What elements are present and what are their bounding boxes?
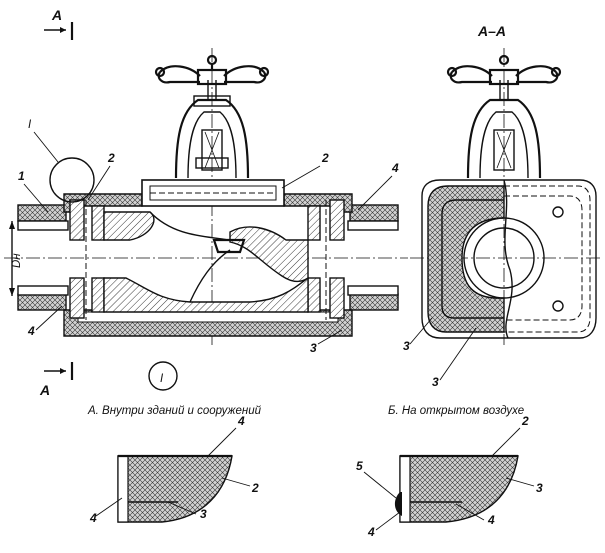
- callouts-main: 1 2 2 4 4 3: [18, 151, 399, 355]
- callout: 4: [367, 525, 375, 539]
- callout: 3: [432, 375, 439, 389]
- callout: 4: [27, 324, 35, 338]
- callout: 4: [237, 414, 245, 428]
- detail-ref-top: I: [28, 119, 32, 131]
- detail-b-caption: Б. На открытом воздухе: [388, 405, 524, 417]
- section-mark-bottom: А: [39, 362, 74, 398]
- detail-a: А. Внутри зданий и сооружений 4 2 3 4: [87, 405, 262, 525]
- diameter-label: Dн: [11, 253, 23, 268]
- main-view: Dн I 1 2 2 4 4 3 I: [4, 48, 408, 391]
- detail-b: Б. На открытом воздухе 5 4 2 3 4: [356, 405, 543, 539]
- callout: 5: [356, 459, 363, 473]
- section-mark-top: А: [44, 7, 74, 40]
- callout: 4: [391, 161, 399, 175]
- section-letter-bottom: А: [39, 382, 50, 398]
- callout: 2: [107, 151, 115, 165]
- detail-ref-circle: I: [160, 373, 164, 385]
- section-letter-top: А: [51, 7, 62, 23]
- callout: 4: [89, 511, 97, 525]
- callout: 2: [251, 481, 259, 495]
- callout: 4: [487, 513, 495, 527]
- callout: 1: [18, 169, 25, 183]
- callout: 3: [310, 341, 317, 355]
- view-title: А–А: [477, 23, 506, 39]
- detail-a-caption: А. Внутри зданий и сооружений: [87, 405, 262, 417]
- callout: 2: [521, 414, 529, 428]
- callout: 3: [200, 507, 207, 521]
- callout: 2: [321, 151, 329, 165]
- callout: 3: [403, 339, 410, 353]
- section-view: 3 3: [403, 48, 600, 389]
- callout: 3: [536, 481, 543, 495]
